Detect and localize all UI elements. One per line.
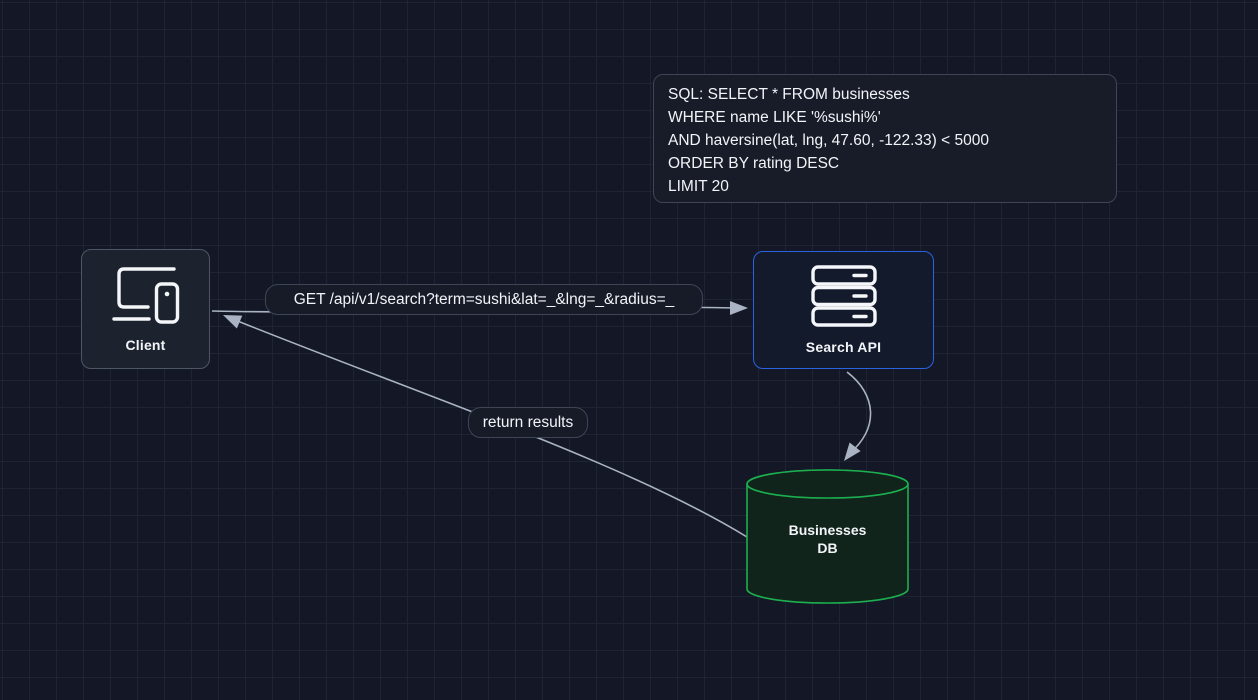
- sql-line: SQL: SELECT * FROM businesses: [668, 86, 910, 103]
- sql-line: LIMIT 20: [668, 178, 729, 195]
- sql-line: AND haversine(lat, lng, 47.60, -122.33) …: [668, 132, 989, 149]
- client-devices-icon: [111, 265, 180, 325]
- search-api-node-label: Search API: [805, 339, 882, 355]
- businesses-db-cylinder[interactable]: [746, 469, 909, 604]
- edge-label-response[interactable]: return results: [468, 407, 588, 438]
- server-stack-icon: [810, 265, 877, 327]
- db-label-line1: Businesses: [788, 522, 867, 538]
- edge-api-to-db[interactable]: [846, 371, 872, 455]
- sql-note-box[interactable]: SQL: SELECT * FROM businesses WHERE name…: [653, 74, 1117, 203]
- node-businesses-db-label[interactable]: Businesses DB: [747, 521, 908, 557]
- node-search-api[interactable]: Search API: [753, 251, 934, 369]
- arrowhead-into-db: [844, 442, 861, 461]
- client-node-label: Client: [125, 337, 166, 353]
- db-cylinder-top-rim: [746, 469, 909, 499]
- arrowhead-into-client: [223, 315, 243, 329]
- sql-line: ORDER BY rating DESC: [668, 155, 840, 172]
- edge-label-request[interactable]: GET /api/v1/search?term=sushi&lat=_&lng=…: [265, 284, 703, 315]
- db-label-line2: DB: [817, 540, 838, 556]
- sql-line: WHERE name LIKE '%sushi%': [668, 109, 881, 126]
- node-client[interactable]: Client: [81, 249, 210, 369]
- arrowhead-into-api: [730, 301, 748, 315]
